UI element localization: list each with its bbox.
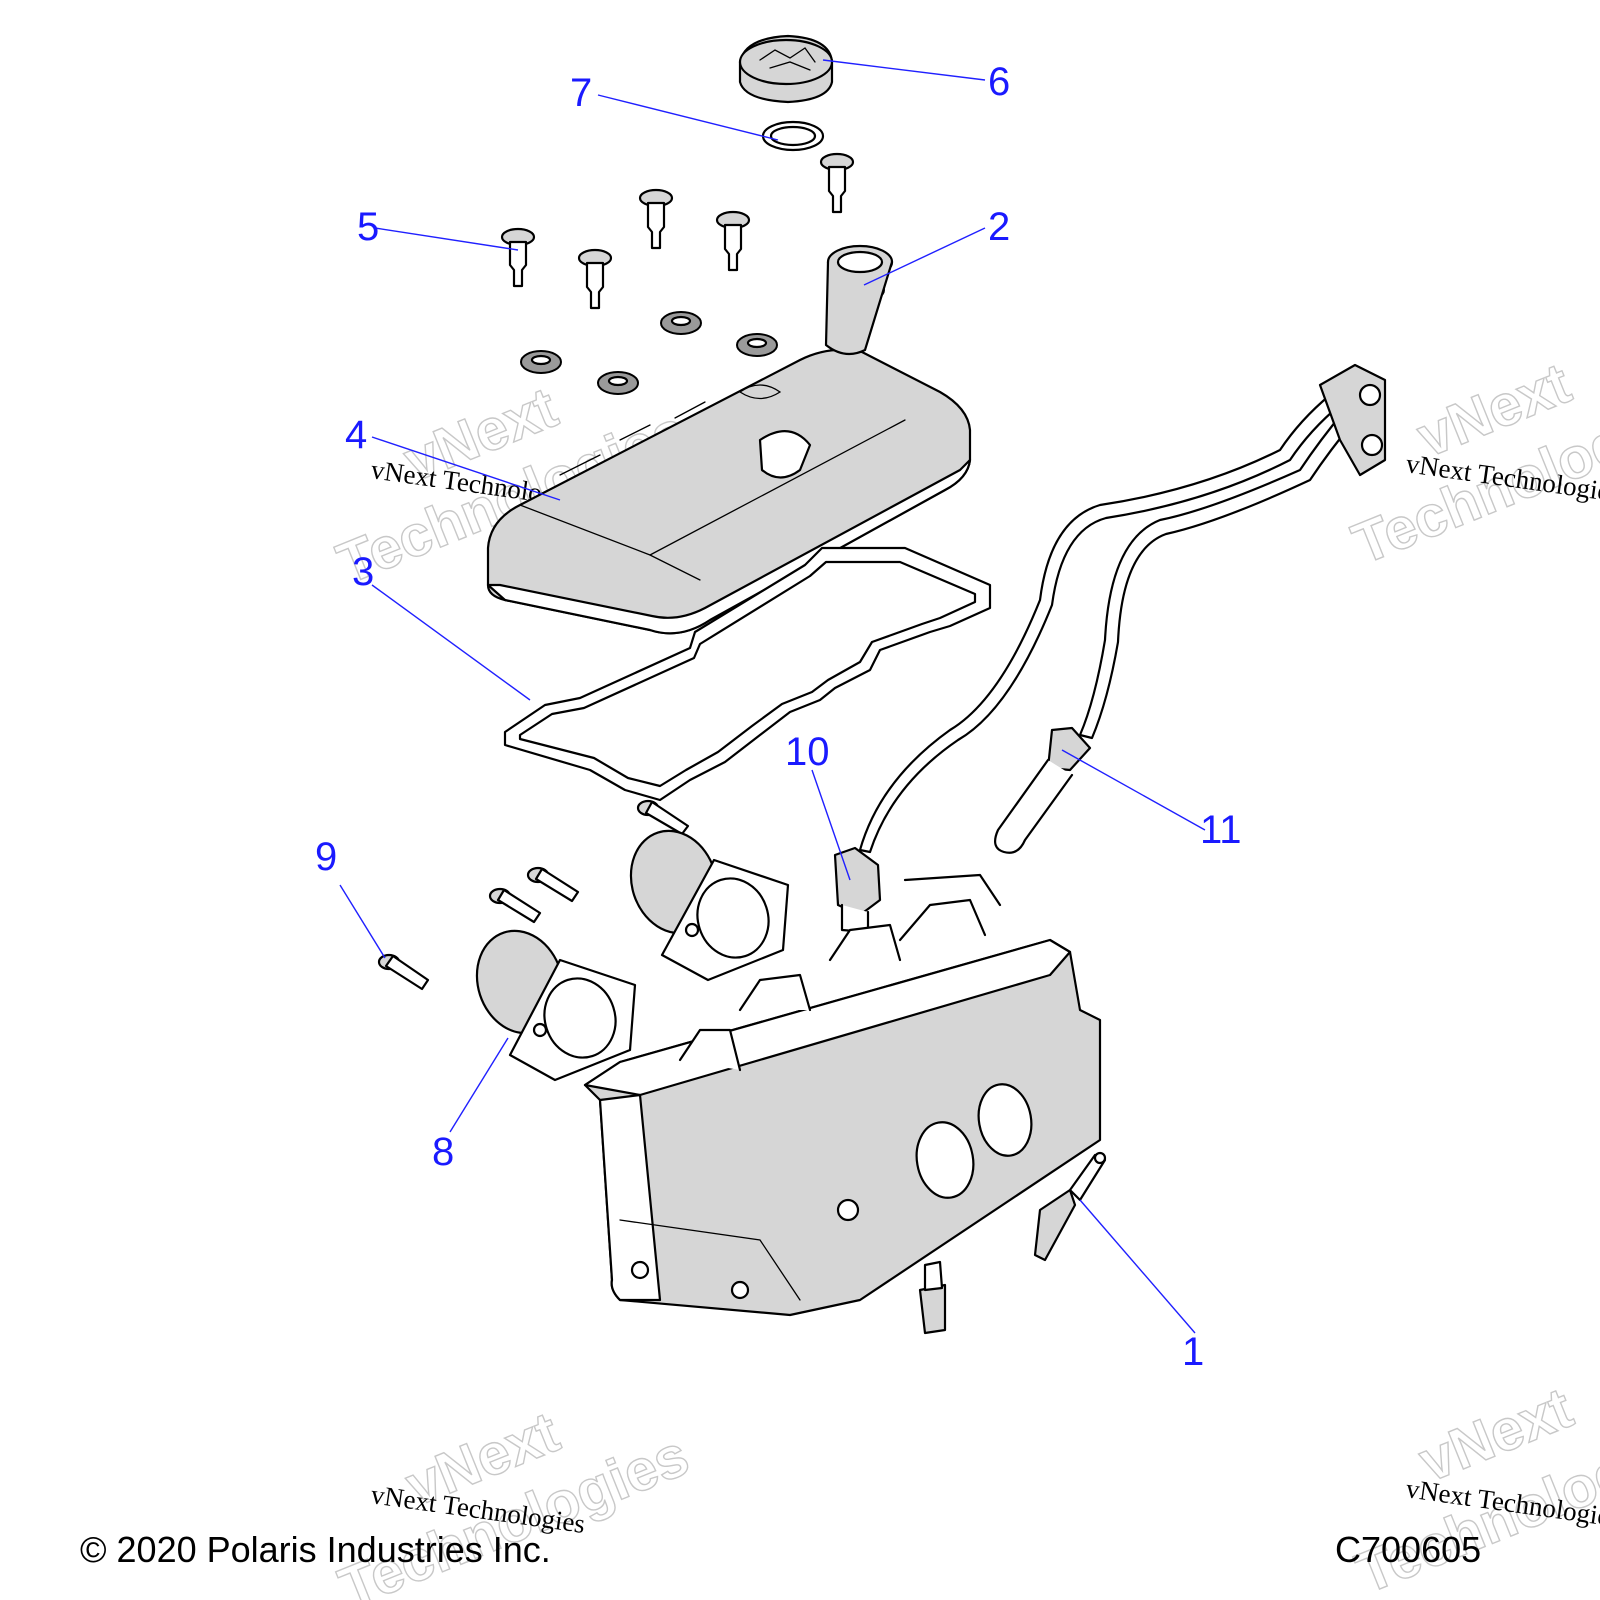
intake-boot xyxy=(475,929,637,1082)
leader-3 xyxy=(371,584,531,701)
leader-8 xyxy=(449,1037,509,1133)
callout-11: 11 xyxy=(1200,808,1242,852)
cover-bolts xyxy=(500,152,855,310)
leader-2 xyxy=(863,227,986,286)
leader-4 xyxy=(371,436,561,501)
callout-labels: 1 2 3 4 5 6 7 8 9 10 11 xyxy=(315,60,1242,1374)
leader-5 xyxy=(374,227,519,251)
intake-bolt xyxy=(377,953,430,991)
callout-2: 2 xyxy=(988,205,1010,249)
leader-9 xyxy=(339,884,386,959)
valve-cover-gasket xyxy=(503,546,992,802)
diagram-code: C700605 xyxy=(1335,1529,1481,1570)
spark-plug xyxy=(1033,1151,1107,1262)
callout-1: 1 xyxy=(1182,1330,1204,1374)
grommet xyxy=(520,350,562,374)
callout-9: 9 xyxy=(315,835,337,879)
callout-3: 3 xyxy=(352,550,374,594)
intake-bolt xyxy=(526,866,580,903)
cover-bolt xyxy=(638,188,674,250)
valve-cover xyxy=(486,244,972,635)
grommet xyxy=(736,333,778,357)
leader-lines xyxy=(339,59,1206,1334)
callout-4: 4 xyxy=(345,413,367,457)
callout-6: 6 xyxy=(988,60,1010,104)
intake-boot xyxy=(629,829,790,982)
leader-1 xyxy=(1079,1199,1196,1334)
intake-bolt xyxy=(488,887,542,924)
copyright-text: © 2020 Polaris Industries Inc. xyxy=(80,1529,551,1570)
leader-7 xyxy=(597,94,779,141)
callout-8: 8 xyxy=(432,1130,454,1174)
intake-bolt xyxy=(636,799,690,836)
spark-plugs xyxy=(918,1151,1107,1335)
intake-boots xyxy=(475,829,790,1082)
grommet xyxy=(597,371,639,395)
cylinder-head xyxy=(583,873,1102,1317)
grommet xyxy=(660,311,702,335)
cover-bolt xyxy=(577,248,613,310)
callout-7: 7 xyxy=(570,71,592,115)
intake-bolts xyxy=(377,799,690,991)
leader-10 xyxy=(811,769,851,881)
oil-filler-cap xyxy=(738,34,834,104)
breather-hose-assembly xyxy=(833,363,1387,934)
spark-plug xyxy=(918,1260,947,1335)
cover-bolt xyxy=(500,227,536,288)
callout-5: 5 xyxy=(357,205,379,249)
leader-6 xyxy=(822,59,986,81)
cover-bolt xyxy=(819,152,855,214)
callout-10: 10 xyxy=(785,730,830,774)
leader-11 xyxy=(1061,749,1206,831)
cap-o-ring xyxy=(761,120,825,152)
cover-bolt xyxy=(715,210,751,272)
